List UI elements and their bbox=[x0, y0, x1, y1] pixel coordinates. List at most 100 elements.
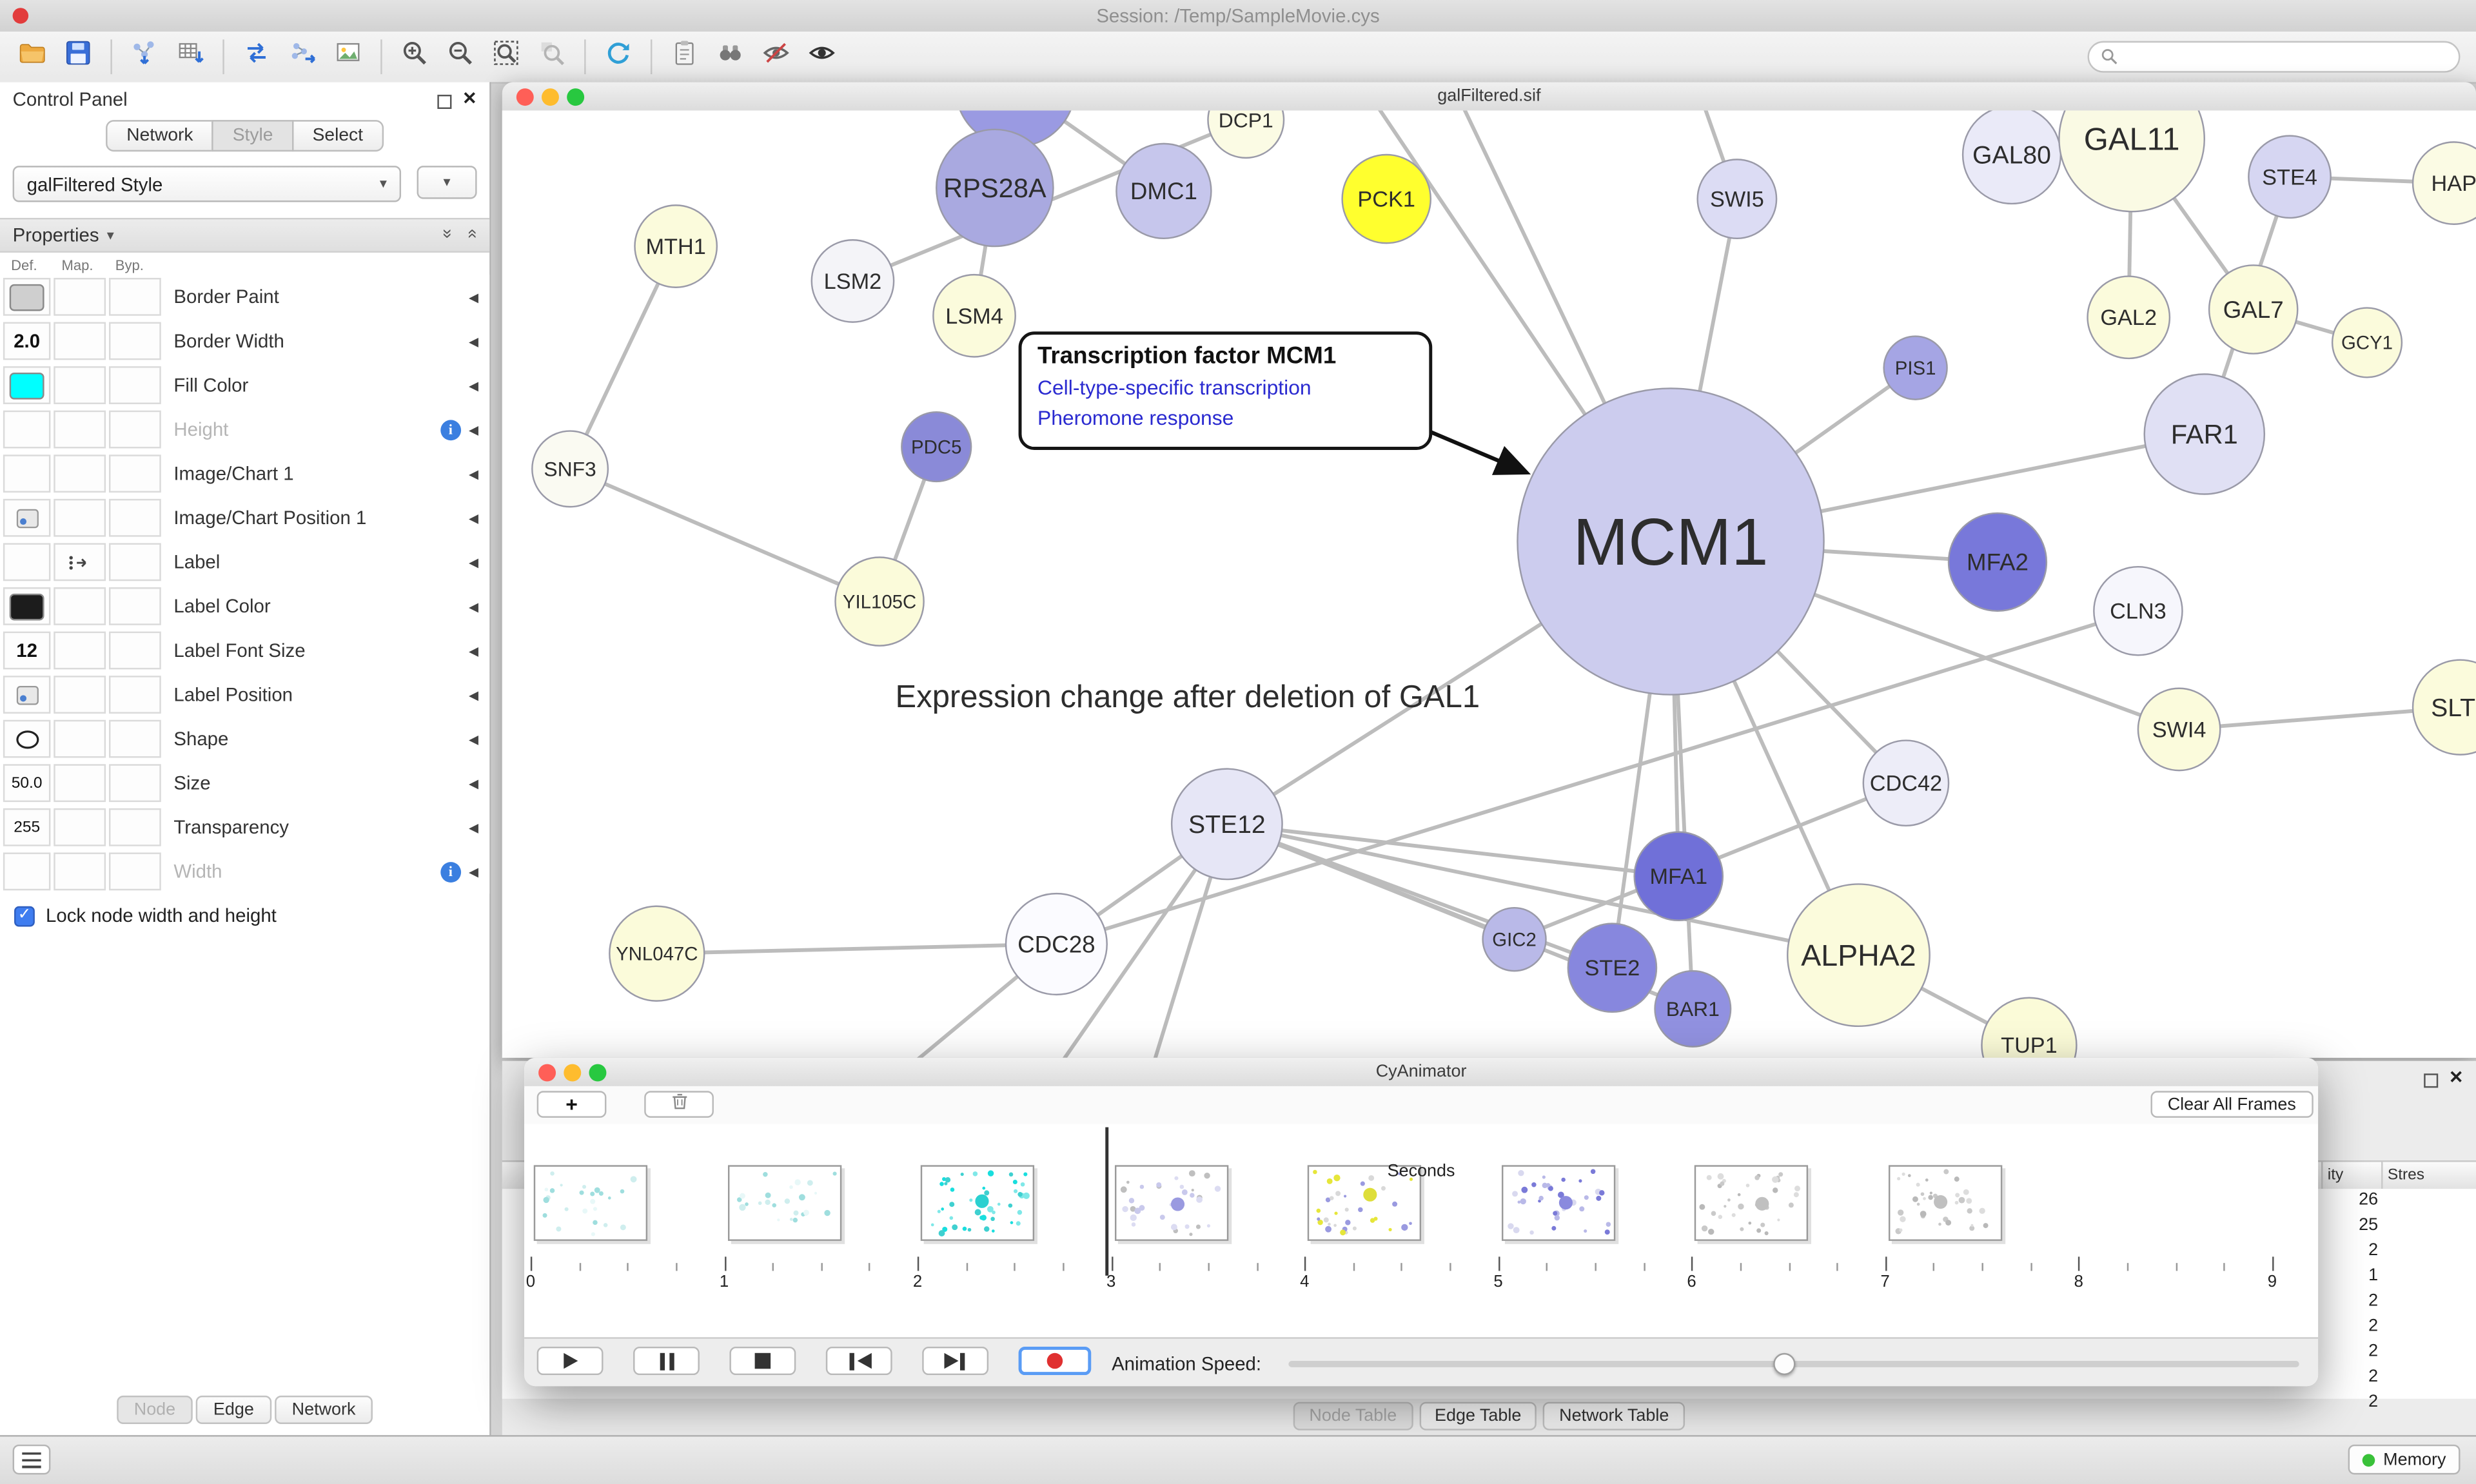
table-row[interactable]: 26 bbox=[502, 1189, 2476, 1214]
close-window-icon[interactable] bbox=[538, 1064, 556, 1082]
node-GAL7[interactable] bbox=[2208, 264, 2299, 355]
mapping-cell[interactable] bbox=[54, 587, 106, 625]
annotation-link-2[interactable]: Pheromone response bbox=[1037, 405, 1234, 429]
table-row[interactable]: 2 bbox=[502, 1340, 2476, 1365]
node-CDC28[interactable] bbox=[1005, 892, 1108, 996]
node-HAP2[interactable] bbox=[2412, 141, 2476, 225]
cyanimator-titlebar[interactable]: CyAnimator bbox=[524, 1057, 2319, 1088]
node-PDC5[interactable] bbox=[901, 411, 972, 483]
node-TUP1[interactable] bbox=[1981, 997, 2078, 1058]
zoom-in-button[interactable] bbox=[391, 36, 437, 77]
table-row[interactable]: 25 bbox=[502, 1214, 2476, 1239]
task-history-button[interactable] bbox=[12, 1444, 51, 1475]
mapping-cell[interactable] bbox=[54, 498, 106, 537]
expand-row-icon[interactable]: ◀ bbox=[468, 864, 479, 879]
node-MFA2[interactable] bbox=[1947, 512, 2048, 612]
tab-edge[interactable]: Edge bbox=[195, 1395, 271, 1424]
zoom-window-icon[interactable] bbox=[589, 1064, 607, 1082]
bypass-cell[interactable] bbox=[108, 676, 161, 714]
export-image-button[interactable] bbox=[325, 36, 371, 77]
edge-CLN3-CDC28[interactable] bbox=[1056, 609, 2139, 946]
default-value-cell[interactable]: 255 bbox=[3, 808, 51, 846]
property-row-image-chart-1[interactable]: Image/Chart 1◀ bbox=[0, 451, 490, 496]
node-STE12[interactable] bbox=[1170, 768, 1283, 881]
bypass-cell[interactable] bbox=[108, 454, 161, 493]
edge-STE12-MFA1[interactable] bbox=[1226, 822, 1679, 879]
animation-frame-2[interactable] bbox=[727, 1165, 841, 1241]
network-table-tab[interactable]: Network Table bbox=[1543, 1401, 1685, 1430]
property-row-label[interactable]: Label◀ bbox=[0, 540, 490, 585]
pause-button[interactable] bbox=[633, 1346, 700, 1376]
animation-frame-4[interactable] bbox=[1114, 1165, 1228, 1241]
close-window-icon[interactable] bbox=[516, 88, 534, 106]
tab-select[interactable]: Select bbox=[291, 120, 384, 152]
default-value-cell[interactable] bbox=[3, 498, 51, 537]
table-column-stress[interactable]: Stres bbox=[2381, 1162, 2476, 1189]
expand-row-icon[interactable]: ◀ bbox=[468, 378, 479, 393]
mapping-cell[interactable] bbox=[54, 454, 106, 493]
node-GIC2[interactable] bbox=[1482, 906, 1547, 972]
default-value-cell[interactable] bbox=[3, 410, 51, 449]
default-value-cell[interactable] bbox=[3, 719, 51, 758]
default-value-cell[interactable] bbox=[3, 366, 51, 404]
bypass-cell[interactable] bbox=[108, 366, 161, 404]
mapping-cell[interactable] bbox=[54, 852, 106, 891]
delete-frame-button[interactable] bbox=[644, 1091, 714, 1118]
node-PCK1[interactable] bbox=[1341, 153, 1432, 244]
tab-network[interactable]: Network bbox=[106, 120, 214, 152]
expand-row-icon[interactable]: ◀ bbox=[468, 333, 479, 349]
bypass-cell[interactable] bbox=[108, 631, 161, 670]
node-GAL11[interactable] bbox=[2058, 110, 2205, 213]
default-value-cell[interactable] bbox=[3, 454, 51, 493]
properties-header[interactable]: Properties ▾ » « bbox=[0, 217, 490, 253]
node-YNL047C[interactable] bbox=[609, 905, 705, 1002]
mapping-cell[interactable] bbox=[54, 808, 106, 846]
table-cell-value[interactable]: 26 bbox=[2359, 1190, 2379, 1209]
node-LSM2[interactable] bbox=[811, 239, 895, 323]
table-row[interactable]: 2 bbox=[502, 1290, 2476, 1315]
table-row[interactable]: 2 bbox=[502, 1239, 2476, 1264]
mapping-cell[interactable] bbox=[54, 278, 106, 316]
node-GAL2[interactable] bbox=[2087, 275, 2171, 360]
property-row-shape[interactable]: Shape◀ bbox=[0, 716, 490, 761]
table-cell-value[interactable]: 1 bbox=[2368, 1266, 2379, 1285]
node-PIS1[interactable] bbox=[1883, 335, 1948, 400]
expand-row-icon[interactable]: ◀ bbox=[468, 776, 479, 790]
table-cell-value[interactable]: 25 bbox=[2359, 1215, 2379, 1235]
mapping-cell[interactable] bbox=[54, 410, 106, 449]
slider-knob[interactable] bbox=[1773, 1352, 1796, 1376]
annotation-box[interactable]: Transcription factor MCM1 Cell-type-spec… bbox=[1018, 331, 1433, 450]
edge-STE12-ALPHA2[interactable] bbox=[1226, 822, 1860, 957]
tab-node[interactable]: Node bbox=[116, 1395, 193, 1424]
animation-frame-3[interactable] bbox=[920, 1165, 1035, 1241]
property-row-label-position[interactable]: Label Position◀ bbox=[0, 672, 490, 717]
play-button[interactable] bbox=[536, 1346, 604, 1376]
bypass-cell[interactable] bbox=[108, 498, 161, 537]
add-frame-button[interactable]: + bbox=[536, 1091, 607, 1118]
table-cell-value[interactable]: 2 bbox=[2368, 1240, 2379, 1260]
style-options-button[interactable]: ▾ bbox=[417, 166, 477, 199]
node-SNF3[interactable] bbox=[531, 430, 609, 508]
search-input[interactable] bbox=[2125, 46, 2448, 68]
bypass-cell[interactable] bbox=[108, 278, 161, 316]
table-cell-value[interactable]: 2 bbox=[2368, 1367, 2379, 1387]
node-MTH1[interactable] bbox=[634, 204, 718, 288]
table-cell-value[interactable]: 2 bbox=[2368, 1342, 2379, 1362]
bypass-cell[interactable] bbox=[108, 322, 161, 360]
edge-table-tab[interactable]: Edge Table bbox=[1419, 1401, 1537, 1430]
node-SWI5[interactable] bbox=[1696, 159, 1778, 240]
tab-style[interactable]: Style bbox=[211, 120, 294, 152]
table-row[interactable]: 2 bbox=[502, 1365, 2476, 1391]
mapping-cell[interactable] bbox=[54, 543, 106, 581]
minimize-window-icon[interactable] bbox=[542, 88, 559, 106]
table-cell-value[interactable]: 2 bbox=[2368, 1291, 2379, 1311]
table-float-icon[interactable] bbox=[2424, 1073, 2439, 1088]
mapping-cell[interactable] bbox=[54, 676, 106, 714]
animation-speed-slider[interactable] bbox=[1288, 1351, 2299, 1376]
node-YIL105C[interactable] bbox=[834, 556, 925, 647]
